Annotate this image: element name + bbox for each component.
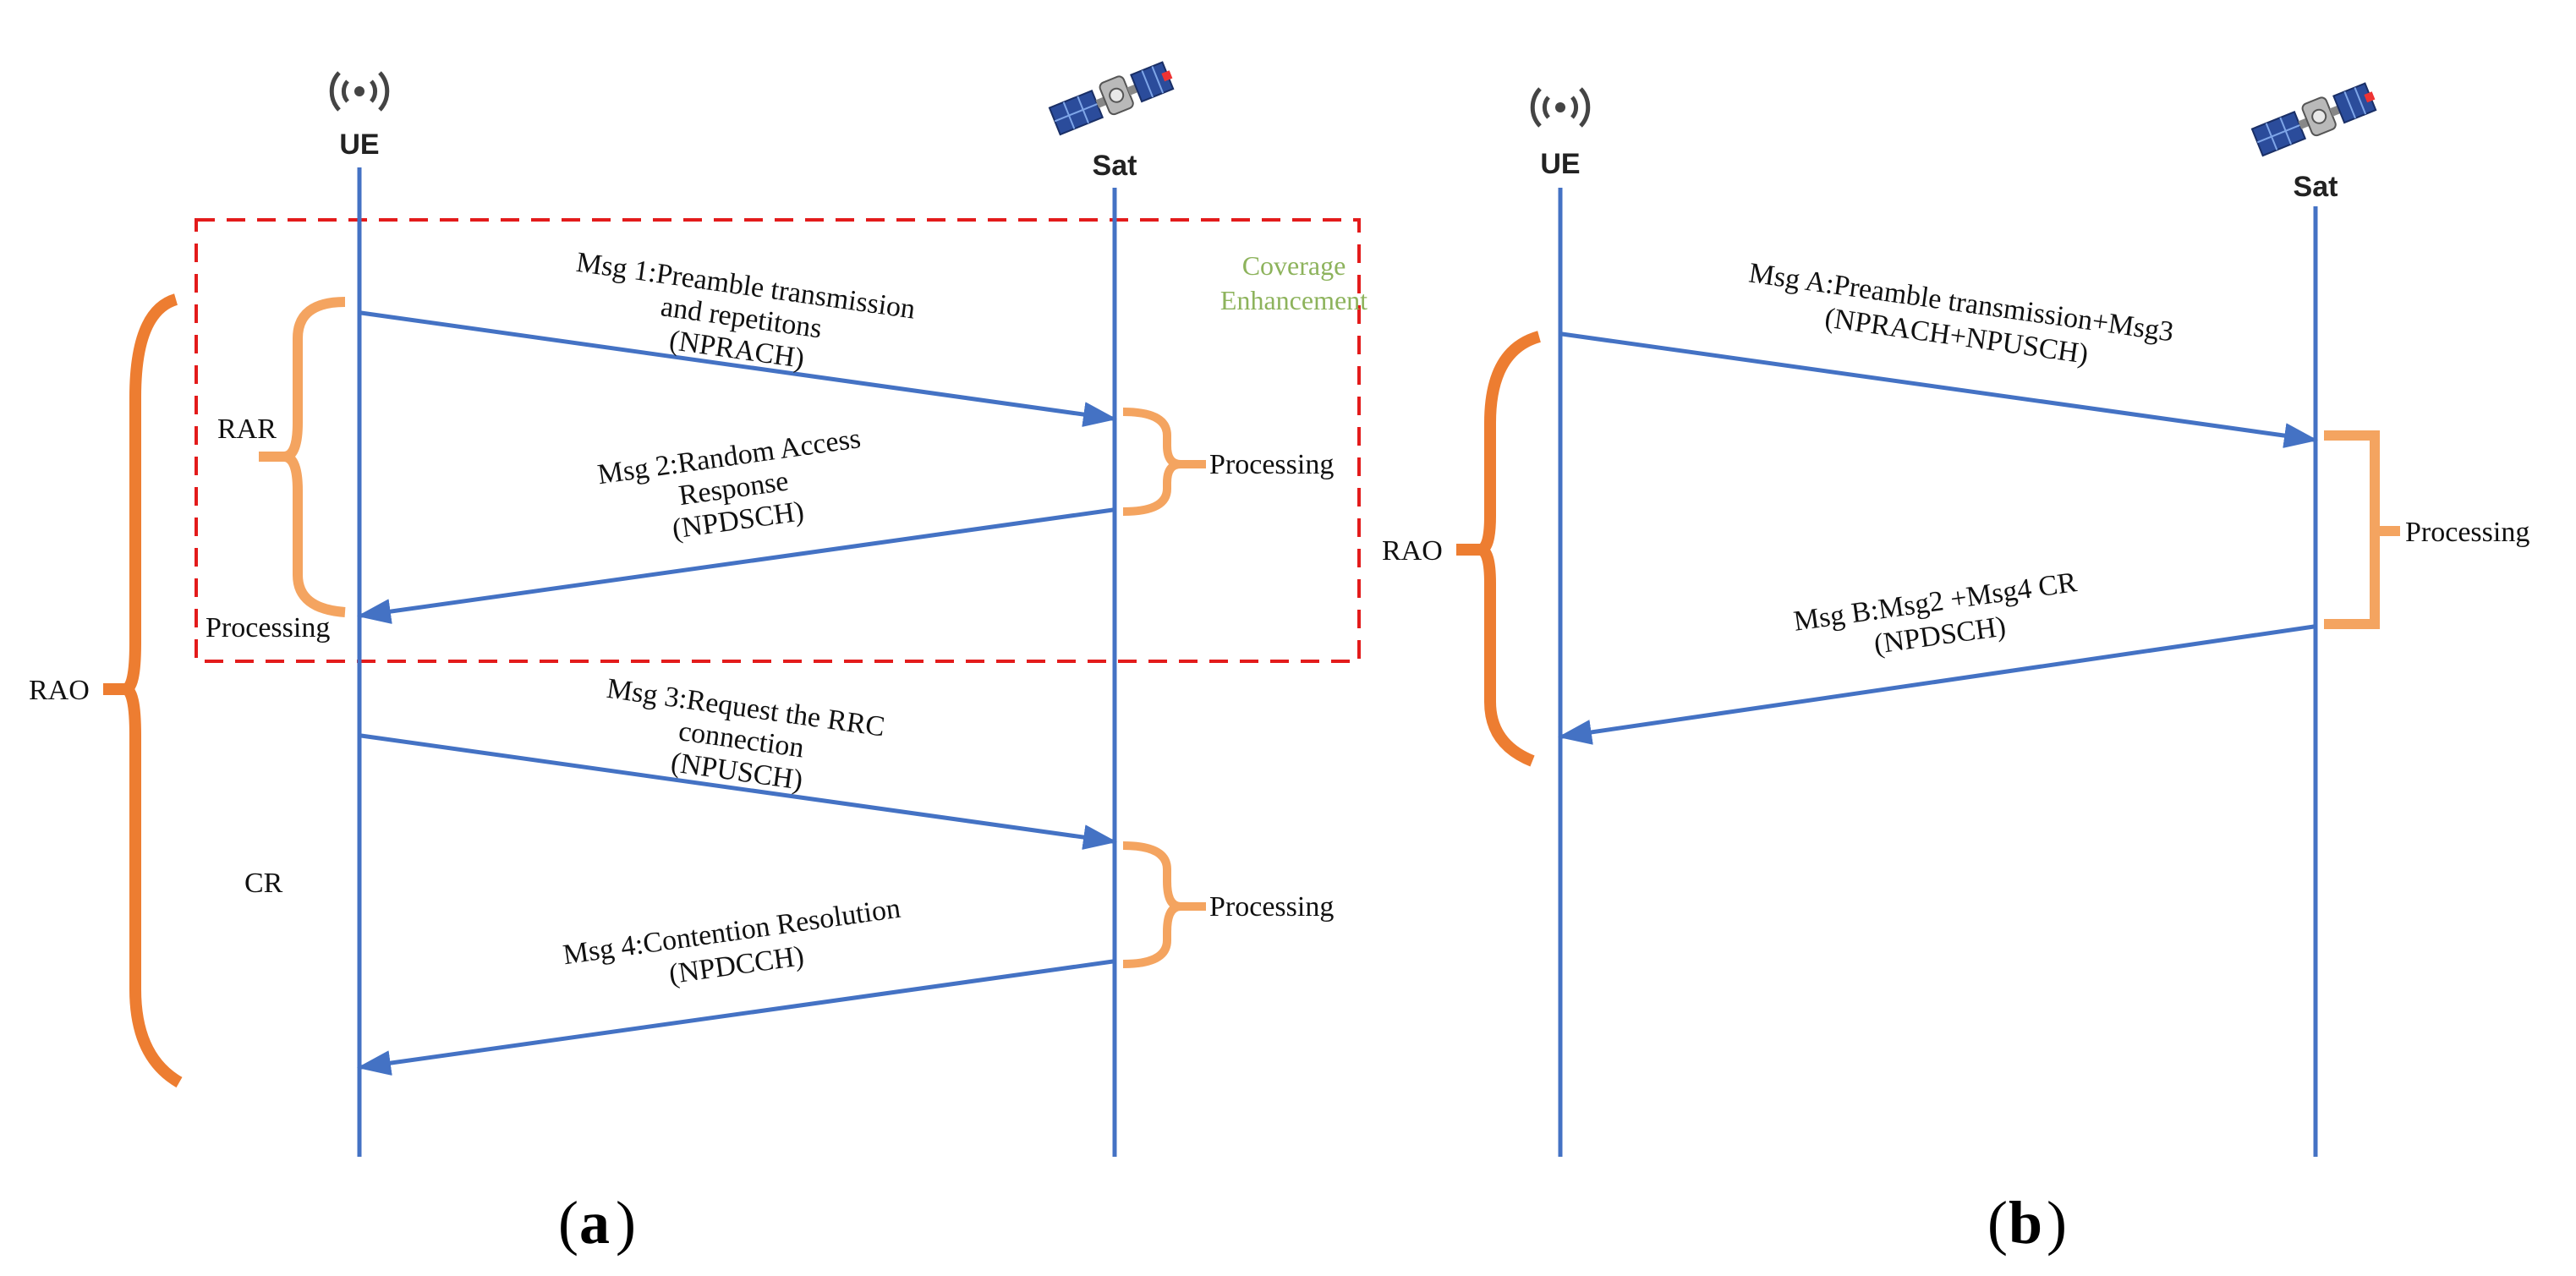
ue-label-a: UE bbox=[339, 129, 379, 161]
panel-a: Coverage Enhancement UE Sat Msg 1:Preamb… bbox=[29, 57, 1367, 1257]
svg-text:a: a bbox=[579, 1189, 610, 1257]
msg4-label: Msg 4:Contention Resolution (NPDCCH) bbox=[561, 893, 902, 990]
panel-b: UE Sat Msg A:Preamble transmission+Msg3 … bbox=[1382, 78, 2529, 1257]
msgA-arrow bbox=[1561, 331, 2318, 448]
svg-text:): ) bbox=[616, 1189, 636, 1257]
rao-bracket-b bbox=[1478, 331, 1542, 767]
antenna-signal-icon bbox=[332, 73, 387, 110]
panel-b-caption: ( b ) bbox=[1987, 1189, 2067, 1257]
processing-ue-label: Processing bbox=[206, 612, 330, 643]
msg3-arrow bbox=[360, 733, 1117, 850]
antenna-signal-icon bbox=[1532, 89, 1588, 126]
processing-sat-label-b: Processing bbox=[2405, 517, 2529, 548]
sat-processing-bracket-b bbox=[2324, 430, 2400, 629]
rar-label: RAR bbox=[217, 413, 277, 445]
msg2-label: Msg 2:Random Access Response (NPDSCH) bbox=[595, 423, 863, 545]
msg3-label: Msg 3:Request the RRC connection (NPUSCH… bbox=[605, 673, 886, 797]
msg2-arrow bbox=[357, 507, 1114, 624]
coverage-enhancement-box bbox=[195, 218, 1361, 663]
svg-text:(: ( bbox=[1987, 1189, 2008, 1257]
ue-label-b: UE bbox=[1540, 148, 1580, 180]
panel-a-caption: ( a ) bbox=[558, 1189, 636, 1257]
sat-label-a: Sat bbox=[1093, 150, 1137, 182]
svg-text:(: ( bbox=[558, 1189, 578, 1257]
msg1-arrow bbox=[360, 310, 1117, 427]
processing-sat-label-1: Processing bbox=[1209, 449, 1334, 480]
sat-processing-bracket-1 bbox=[1122, 408, 1181, 516]
msg4-arrow bbox=[357, 959, 1114, 1076]
coverage-label-line2: Enhancement bbox=[1220, 285, 1367, 315]
cr-label: CR bbox=[244, 868, 283, 899]
rao-bracket-a bbox=[123, 293, 183, 1088]
satellite-icon bbox=[2250, 78, 2381, 158]
msgB-arrow bbox=[1558, 624, 2315, 745]
sat-label-b: Sat bbox=[2294, 171, 2338, 203]
msgB-label: Msg B:Msg2 +Msg4 CR (NPDSCH) bbox=[1792, 567, 2080, 660]
msgA-label: Msg A:Preamble transmission+Msg3 (NPRACH… bbox=[1747, 257, 2176, 370]
satellite-icon bbox=[1047, 57, 1178, 137]
rao-label-b: RAO bbox=[1382, 535, 1443, 567]
svg-text:b: b bbox=[2009, 1189, 2042, 1257]
sat-processing-bracket-2 bbox=[1122, 841, 1181, 968]
coverage-label-line1: Coverage bbox=[1242, 250, 1346, 281]
svg-text:): ) bbox=[2047, 1189, 2067, 1257]
processing-sat-label-2: Processing bbox=[1209, 891, 1334, 923]
rar-bracket bbox=[283, 297, 346, 617]
rao-label-a: RAO bbox=[29, 675, 90, 706]
